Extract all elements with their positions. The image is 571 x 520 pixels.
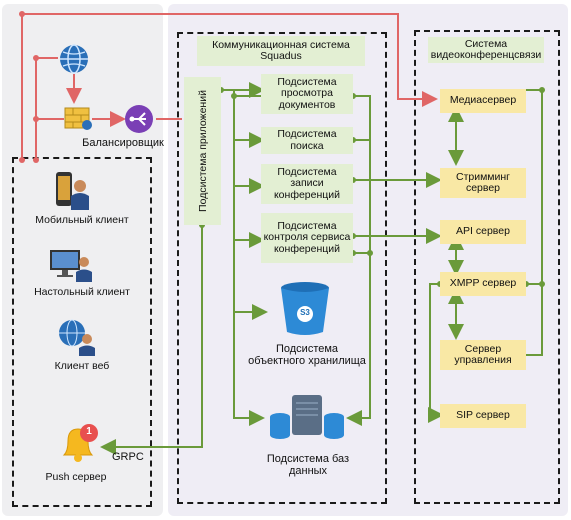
server-xmpp: XMPP сервер (440, 272, 526, 296)
client-label-web: Клиент веб (54, 360, 110, 372)
internet-globe-icon (58, 43, 90, 75)
database-label: Подсистема баз данных (266, 453, 350, 477)
subsystem-search: Подсистема поиска (261, 127, 353, 154)
grpc-label: GRPC (112, 451, 144, 463)
subsystem-record: Подсистема записи конференций (261, 164, 353, 204)
web-client-icon (57, 318, 97, 356)
desktop-client-icon (48, 248, 94, 284)
storage-bucket-icon (278, 280, 332, 338)
server-api: API сервер (440, 220, 526, 244)
squadus-title: Коммуникационная система Squadus (197, 36, 365, 66)
server-sip: SIP сервер (440, 404, 526, 428)
firewall-icon (63, 104, 93, 132)
balancer-icon (124, 104, 154, 134)
subsystem-docs: Подсистема просмотра документов (261, 74, 353, 114)
push-server-label: Push сервер (45, 471, 107, 483)
app-subsystem-label: Подсистема приложений (196, 90, 209, 212)
clients-group (12, 157, 152, 507)
storage-badge: S3 (300, 308, 310, 317)
push-badge: 1 (86, 426, 92, 437)
server-streaming: Стримминг сервер (440, 168, 526, 198)
storage-label: Подсистема объектного хранилища (248, 343, 366, 367)
squadus-group (177, 32, 387, 504)
vks-title: Система видеоконференцсвязи (428, 37, 544, 63)
server-media: Медиасервер (440, 89, 526, 113)
mobile-client-icon (50, 170, 92, 210)
client-label-desktop: Настольный клиент (34, 286, 130, 298)
client-label-mobile: Мобильный клиент (35, 214, 129, 226)
app-subsystem: Подсистема приложений (184, 77, 221, 225)
database-icon (268, 393, 348, 443)
vks-group (414, 30, 560, 504)
server-management: Сервер управления (440, 340, 526, 370)
subsystem-control: Подсистема контроля сервиса конференций (261, 213, 353, 263)
bell-icon (58, 423, 100, 463)
balancer-label: Балансировщик (82, 137, 164, 149)
